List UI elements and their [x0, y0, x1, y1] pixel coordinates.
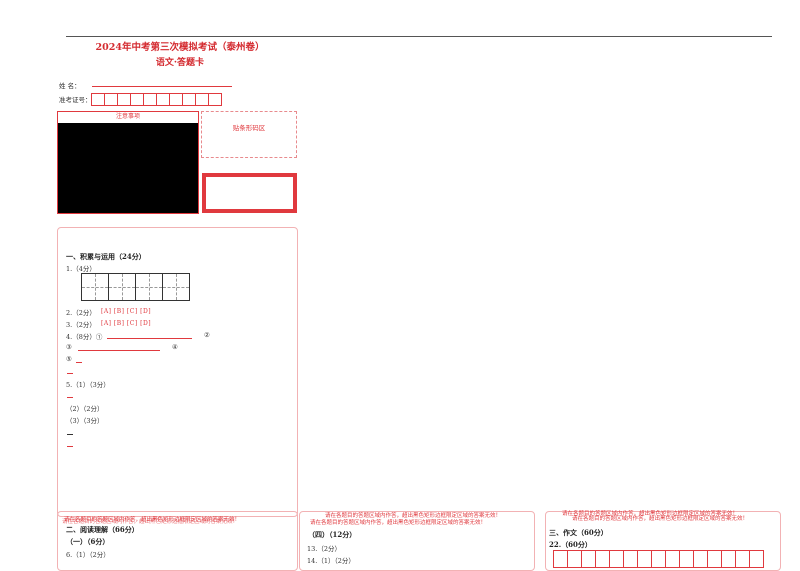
q22-label: 22.（60分）: [549, 540, 592, 549]
q5-2-label: （2）（2分）: [66, 405, 104, 413]
writing-cell[interactable]: [162, 273, 190, 301]
id-digit-box[interactable]: [143, 93, 157, 106]
absent-mark-box: [202, 173, 297, 213]
essay-cell[interactable]: [637, 550, 652, 568]
q14-label: 14.（1）（2分）: [307, 557, 355, 565]
q4-blank-5[interactable]: [76, 362, 82, 363]
essay-cell[interactable]: [567, 550, 582, 568]
section1-title: 一、积累与运用（24分）: [66, 252, 146, 261]
id-digit-box[interactable]: [182, 93, 196, 106]
q2-label: 2.（2分）: [66, 309, 96, 317]
exam-title: 2024年中考第三次模拟考试（泰州卷）: [95, 42, 265, 53]
q4-blank-3[interactable]: [78, 350, 160, 351]
q1-label: 1.（4分）: [66, 265, 96, 273]
warning-text-1: 请在各题目的答题区域内作答，超出黑色矩形边框限定区域的答案无效！: [64, 517, 241, 523]
q5-3-label: （3）（3分）: [66, 417, 104, 425]
name-label: 姓 名：: [59, 82, 81, 90]
id-digit-box[interactable]: [104, 93, 118, 106]
essay-cell[interactable]: [609, 550, 624, 568]
essay-cell[interactable]: [623, 550, 638, 568]
q5-label: 5.（1）（3分）: [66, 381, 110, 389]
section1-panel: [57, 227, 298, 517]
essay-cell[interactable]: [679, 550, 694, 568]
essay-cell[interactable]: [665, 550, 680, 568]
notice-title: 注意事项: [115, 113, 140, 120]
q5-1-answer-line[interactable]: [67, 397, 73, 398]
top-rule: [66, 36, 772, 37]
id-digit-box[interactable]: [169, 93, 183, 106]
id-label: 准考证号：: [59, 96, 92, 104]
section2-sub1: （一）（6分）: [66, 537, 110, 546]
warning-text-2: 请在各题目的答题区域内作答，超出黑色矩形边框限定区域的答案无效！: [325, 513, 502, 519]
q5-3-answer-line[interactable]: [67, 434, 73, 435]
essay-cell[interactable]: [553, 550, 568, 568]
essay-cell[interactable]: [735, 550, 750, 568]
q4-marker-2: ②: [204, 331, 210, 339]
essay-cell[interactable]: [693, 550, 708, 568]
section3-title: 三、作文（60分）: [549, 528, 608, 537]
warning-text-4: 请在各题目的答题区域内作答，超出黑色矩形边框限定区域的答案无效！: [562, 511, 739, 517]
q3-label: 3.（2分）: [66, 321, 96, 329]
essay-cell[interactable]: [707, 550, 722, 568]
q3-options[interactable]: [A] [B] [C] [D]: [101, 320, 152, 327]
q4-blank-1[interactable]: [107, 338, 192, 339]
id-number-boxes[interactable]: [91, 93, 222, 106]
essay-grid[interactable]: [553, 550, 764, 568]
answer-line[interactable]: [67, 373, 73, 374]
id-digit-box[interactable]: [208, 93, 222, 106]
q5-3-answer-line-2[interactable]: [67, 446, 73, 447]
essay-cell[interactable]: [749, 550, 764, 568]
essay-cell[interactable]: [581, 550, 596, 568]
q6-label: 6.（1）（2分）: [66, 551, 110, 559]
q4-marker-5: ⑤: [66, 355, 72, 363]
q4-label: 4.（8分）①: [66, 333, 103, 341]
warning-text-1-overlap: 请在各题目的答题区域内作答，超出黑色矩形边框限定区域的答案无效！: [62, 519, 239, 525]
warning-text-5: 请在各题目的答题区域内作答，超出黑色矩形边框限定区域的答案无效！: [572, 516, 749, 522]
essay-cell[interactable]: [651, 550, 666, 568]
writing-cell[interactable]: [135, 273, 163, 301]
section-mid-sub4: （四）（12分）: [308, 530, 357, 539]
exam-subtitle: 语文·答题卡: [155, 58, 205, 68]
barcode-label: 贴条形码区: [232, 124, 266, 132]
essay-cell[interactable]: [595, 550, 610, 568]
id-digit-box[interactable]: [156, 93, 170, 106]
q2-options[interactable]: [A] [B] [C] [D]: [101, 308, 152, 315]
essay-cell[interactable]: [721, 550, 736, 568]
q1-writing-grid[interactable]: [81, 273, 190, 301]
id-digit-box[interactable]: [117, 93, 131, 106]
warning-text-3: 请在各题目的答题区域内作答，超出黑色矩形边框限定区域的答案无效！: [310, 520, 487, 526]
notice-box: [57, 111, 199, 214]
writing-cell[interactable]: [108, 273, 136, 301]
id-digit-box[interactable]: [130, 93, 144, 106]
name-field[interactable]: [92, 86, 232, 87]
q4-marker-3: ③: [66, 343, 72, 351]
id-digit-box[interactable]: [195, 93, 209, 106]
q4-marker-4: ④: [172, 343, 178, 351]
section2-title: 二、阅读理解（66分）: [66, 525, 139, 534]
notice-content-redacted: [58, 123, 198, 213]
barcode-area: [201, 111, 297, 158]
id-digit-box[interactable]: [91, 93, 105, 106]
q13-label: 13.（2分）: [307, 545, 341, 553]
writing-cell[interactable]: [81, 273, 109, 301]
